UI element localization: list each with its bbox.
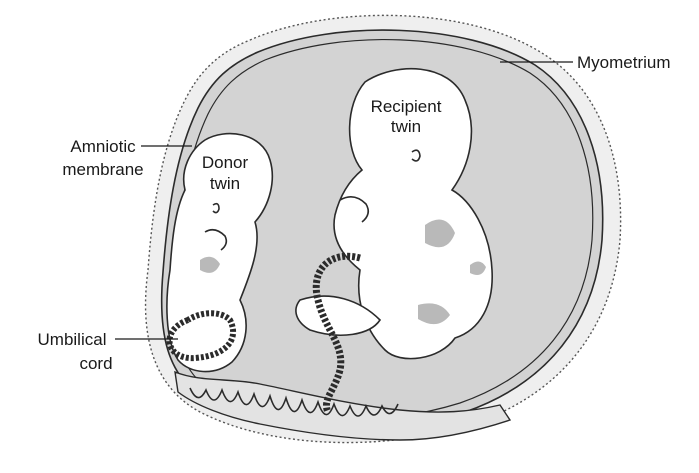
recipient-twin-label-line1: Recipient xyxy=(371,97,442,116)
donor-twin-label-line2: twin xyxy=(210,174,240,193)
amniotic-membrane-label-line1: Amniotic xyxy=(70,137,136,156)
amniotic-membrane-label-line2: membrane xyxy=(62,160,143,179)
myometrium-label: Myometrium xyxy=(577,53,671,72)
umbilical-cord-label-line1: Umbilical xyxy=(38,330,107,349)
recipient-twin-label-line2: twin xyxy=(391,117,421,136)
donor-twin-label-line1: Donor xyxy=(202,153,249,172)
umbilical-cord-label-line2: cord xyxy=(79,354,112,373)
